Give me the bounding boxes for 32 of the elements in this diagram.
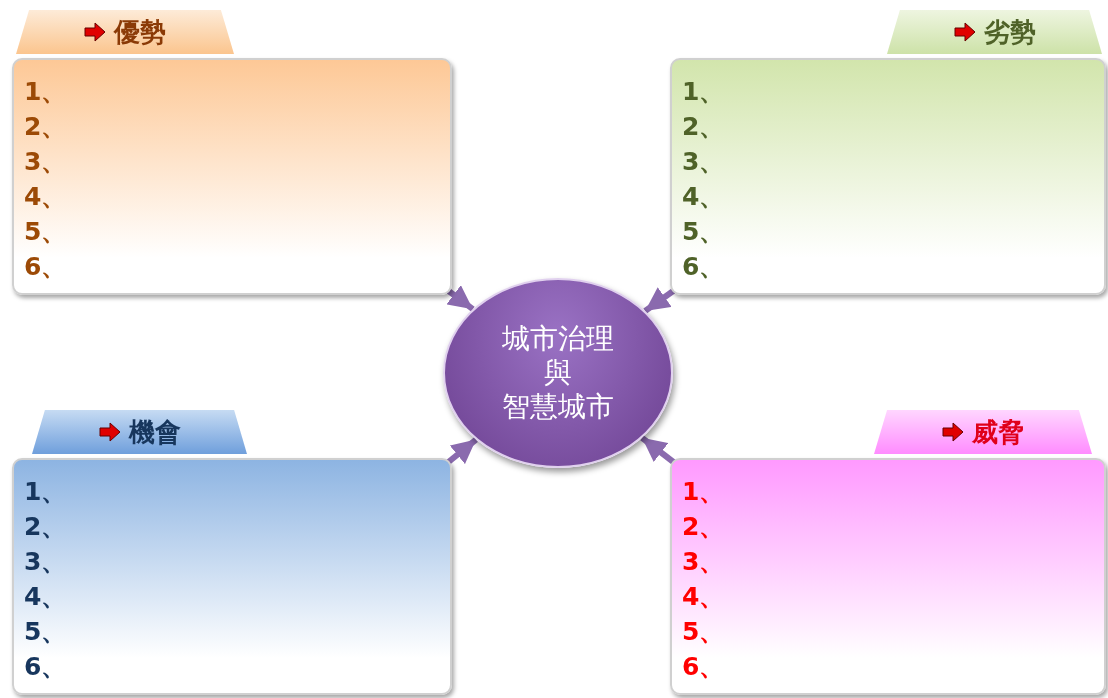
list-item: 3、 [24,146,67,178]
center-title: 與 [544,356,572,390]
list-item: 1、 [24,476,67,508]
list-item: 3、 [24,546,67,578]
list-item: 4、 [682,181,725,213]
list-item: 5、 [24,616,67,648]
list-item: 6、 [682,251,725,283]
panel-heading: 機會 [128,415,181,449]
list-item: 5、 [682,216,725,248]
list-item: 5、 [24,216,67,248]
list-item: 1、 [24,76,67,108]
list-item: 6、 [24,651,67,683]
panel-heading: 劣勢 [983,15,1036,49]
wedge-connector [444,285,475,312]
list-item: 1、 [682,76,725,108]
list-item: 4、 [24,181,67,213]
center-title: 智慧城市 [502,390,614,424]
list-item: 4、 [24,581,67,613]
list-item: 2、 [682,111,725,143]
list-item: 3、 [682,546,725,578]
list-item: 4、 [682,581,725,613]
panel-heading: 優勢 [114,15,166,49]
list-item: 6、 [682,651,725,683]
center-title: 城市治理 [502,322,614,356]
list-item: 2、 [24,511,67,543]
list-item: 6、 [24,251,67,283]
list-item: 5、 [682,616,725,648]
list-item: 1、 [682,476,725,508]
list-item: 2、 [682,511,725,543]
list-item: 3、 [682,146,725,178]
panel-heading: 威脅 [972,415,1024,449]
list-item: 2、 [24,111,67,143]
